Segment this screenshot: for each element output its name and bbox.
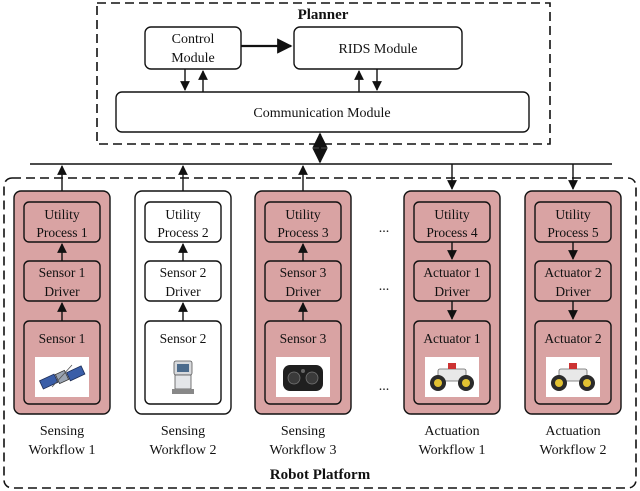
driver-line2: Driver (44, 284, 80, 299)
utility-process-line1: Utility (44, 207, 80, 222)
communication-module: Communication Module (115, 91, 530, 133)
driver-box: Actuator 1 Driver (413, 260, 491, 302)
workflow-caption-line2: Workflow 1 (419, 443, 486, 458)
utility-process-line2: Process 3 (277, 225, 329, 240)
utility-process-line1: Utility (285, 207, 321, 222)
rids-module-label: RIDS Module (339, 42, 418, 57)
utility-process-line2: Process 5 (547, 225, 599, 240)
ellipsis-utility: ... (379, 221, 390, 236)
driver-line2: Driver (285, 284, 321, 299)
control-module-line1: Control (172, 32, 215, 47)
driver-box: Actuator 2 Driver (534, 260, 612, 302)
driver-box: Sensor 2 Driver (144, 260, 222, 302)
device-box: Sensor 2 (144, 320, 222, 405)
device-box: Sensor 1 (23, 320, 101, 405)
utility-process-line2: Process 4 (426, 225, 478, 240)
control-module-line2: Module (171, 51, 215, 66)
driver-line1: Actuator 2 (544, 265, 601, 280)
driver-line1: Actuator 1 (423, 265, 480, 280)
planner-title: Planner (298, 7, 349, 23)
driver-line2: Driver (434, 284, 470, 299)
device-box: Actuator 1 (413, 320, 491, 405)
utility-process-line1: Utility (434, 207, 470, 222)
control-module: Control Module (144, 26, 242, 70)
kiosk-icon (156, 357, 210, 397)
driver-line2: Driver (165, 284, 201, 299)
driver-box: Sensor 1 Driver (23, 260, 101, 302)
driver-line2: Driver (555, 284, 591, 299)
driver-line1: Sensor 3 (280, 265, 327, 280)
utility-process-line2: Process 2 (157, 225, 208, 240)
device-label: Actuator 1 (423, 331, 480, 346)
device-label: Sensor 3 (280, 331, 327, 346)
workflow-caption-line2: Workflow 2 (540, 443, 607, 458)
workflow-caption-line2: Workflow 2 (150, 443, 217, 458)
device-label: Sensor 2 (160, 331, 207, 346)
utility-process-line2: Process 1 (36, 225, 87, 240)
communication-module-label: Communication Module (253, 106, 390, 121)
robot-car-icon (425, 357, 479, 397)
utility-process-line1: Utility (165, 207, 201, 222)
workflow-caption-line1: Sensing (161, 424, 205, 439)
device-box: Sensor 3 (264, 320, 342, 405)
robot-platform-title: Robot Platform (270, 467, 371, 483)
workflow-caption-line1: Sensing (281, 424, 325, 439)
satellite-icon (35, 357, 89, 397)
robot-car-icon (546, 357, 600, 397)
driver-box: Sensor 3 Driver (264, 260, 342, 302)
robot-platform-region (3, 177, 637, 489)
ellipsis-device: ... (379, 379, 390, 394)
device-box: Actuator 2 (534, 320, 612, 405)
workflow-caption-line1: Actuation (424, 424, 479, 439)
workflow-caption-line2: Workflow 3 (270, 443, 337, 458)
ellipsis-driver: ... (379, 279, 390, 294)
driver-line1: Sensor 1 (39, 265, 86, 280)
utility-process-line1: Utility (555, 207, 591, 222)
workflow-caption-line2: Workflow 1 (29, 443, 96, 458)
device-label: Sensor 1 (39, 331, 86, 346)
device-label: Actuator 2 (544, 331, 601, 346)
workflow-caption-line1: Actuation (545, 424, 600, 439)
rids-module: RIDS Module (293, 26, 463, 70)
driver-line1: Sensor 2 (160, 265, 207, 280)
camera-icon (276, 357, 330, 397)
workflow-caption-line1: Sensing (40, 424, 84, 439)
